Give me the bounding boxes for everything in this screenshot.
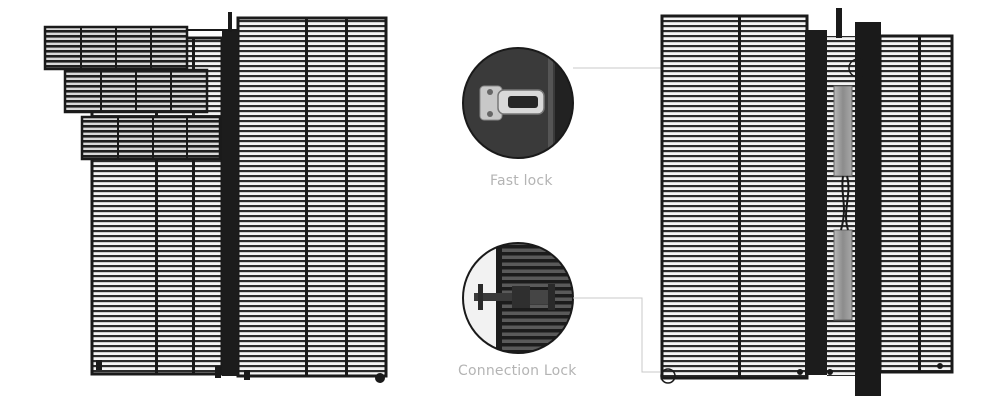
latch-clamp-icon xyxy=(479,85,545,121)
left-panel-assembly xyxy=(43,12,388,383)
right-left-panel xyxy=(660,14,809,380)
exploded-module-middle xyxy=(63,68,209,114)
exploded-module-top xyxy=(43,25,189,71)
center-column xyxy=(222,30,238,376)
fast-lock-marker xyxy=(848,58,868,78)
left-right-panel xyxy=(236,16,388,378)
connection-lock-inset xyxy=(462,242,574,354)
power-supply-boxes xyxy=(833,85,853,321)
right-panel-assembly xyxy=(660,8,954,396)
bolt-connector-icon xyxy=(474,284,555,310)
fast-lock-inset xyxy=(462,47,574,159)
connection-lock-marker xyxy=(660,368,676,384)
right-right-panel xyxy=(878,34,954,374)
exploded-module-bottom xyxy=(80,115,222,161)
fast-lock-caption: Fast lock xyxy=(490,173,553,189)
connection-lock-caption: Connection Lock xyxy=(458,363,577,379)
support-column xyxy=(855,22,881,396)
